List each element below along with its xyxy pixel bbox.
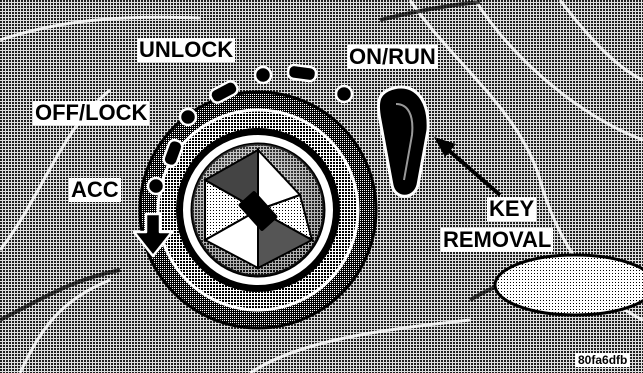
label-off-lock: OFF/LOCK xyxy=(33,101,149,125)
label-unlock: UNLOCK xyxy=(137,38,235,62)
marker-acc-dot xyxy=(148,178,164,194)
dash-knob xyxy=(495,255,643,315)
label-acc: ACC xyxy=(69,178,121,202)
marker-offlock-dot xyxy=(180,109,196,125)
figure-code: 80fa6dfb xyxy=(575,353,630,367)
label-removal: REMOVAL xyxy=(441,228,553,252)
label-key: KEY xyxy=(487,197,536,221)
marker-onrun-dot xyxy=(336,86,352,102)
marker-unlock-dash xyxy=(287,64,317,82)
label-on-run: ON/RUN xyxy=(347,45,438,69)
marker-unlock-dot xyxy=(255,67,271,83)
